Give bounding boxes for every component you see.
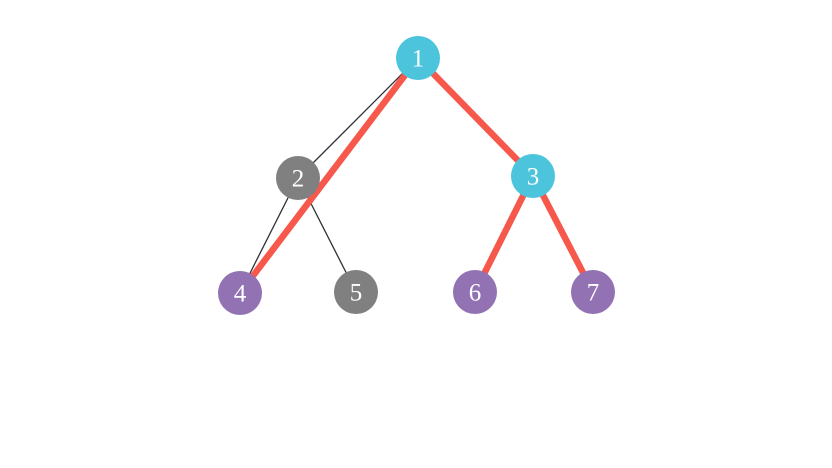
graph-node-1[interactable]: 1 xyxy=(396,36,440,80)
graph-node-2[interactable]: 2 xyxy=(276,156,320,200)
nodes-layer: 1 2 3 4 5 6 7 xyxy=(218,36,615,315)
graph-node-circle-2[interactable] xyxy=(276,156,320,200)
graph-edge-1-2[interactable] xyxy=(297,57,419,179)
graph-edge-1-3[interactable] xyxy=(414,54,537,180)
graph-node-circle-1[interactable] xyxy=(396,36,440,80)
graph-node-7[interactable]: 7 xyxy=(571,270,615,314)
graph-node-circle-5[interactable] xyxy=(334,270,378,314)
graph-node-3[interactable]: 3 xyxy=(511,154,555,198)
graph-node-5[interactable]: 5 xyxy=(334,270,378,314)
graph-node-circle-3[interactable] xyxy=(511,154,555,198)
graph-edge-1-4[interactable] xyxy=(236,54,422,297)
graph-node-circle-4[interactable] xyxy=(218,271,262,315)
graph-node-circle-6[interactable] xyxy=(453,270,497,314)
graph-node-4[interactable]: 4 xyxy=(218,271,262,315)
graph-node-circle-7[interactable] xyxy=(571,270,615,314)
graph-node-6[interactable]: 6 xyxy=(453,270,497,314)
